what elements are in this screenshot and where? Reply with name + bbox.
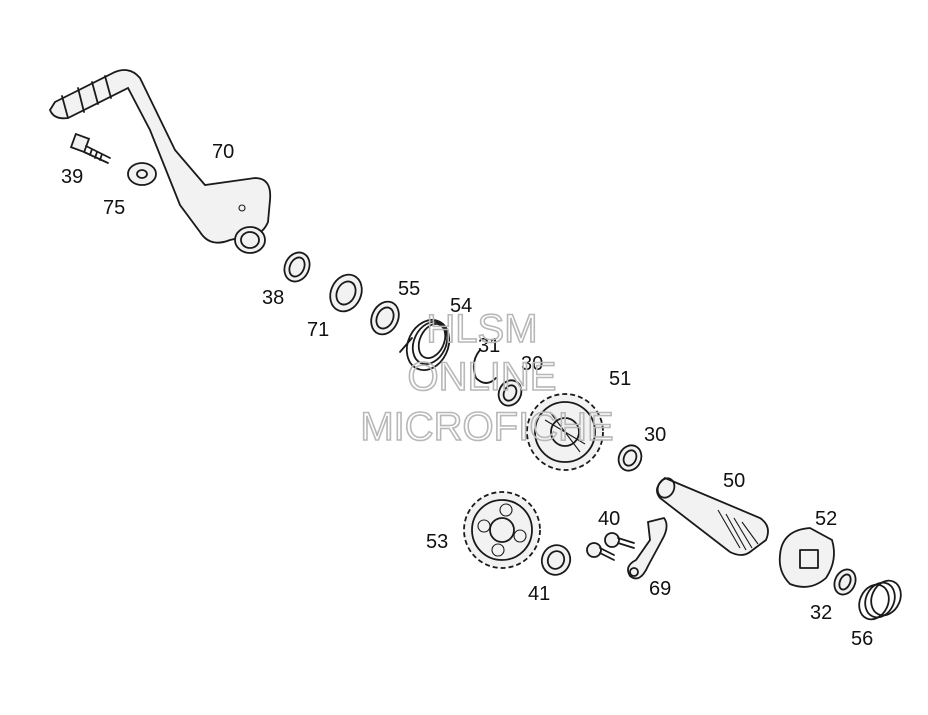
watermark-line-3: MICROFICHE (360, 405, 613, 449)
screws[interactable] (586, 532, 635, 561)
label-52: 52 (815, 508, 837, 530)
label-40: 40 (598, 508, 620, 530)
label-31: 31 (478, 335, 500, 357)
bushing[interactable] (280, 248, 314, 285)
idler-gear[interactable] (463, 491, 541, 569)
ratchet-spring[interactable] (854, 576, 907, 624)
washer-41[interactable] (537, 540, 575, 579)
kickstart-shaft[interactable] (655, 476, 769, 556)
watermark-line-1: HLSM (426, 307, 537, 351)
label-69: 69 (649, 578, 671, 600)
label-50: 50 (723, 470, 745, 492)
label-53: 53 (426, 531, 448, 553)
spring-guide[interactable] (366, 297, 404, 339)
shim[interactable] (830, 566, 859, 598)
label-39: 39 (61, 166, 83, 188)
label-70: 70 (212, 141, 234, 163)
label-75: 75 (103, 197, 125, 219)
seal-ring[interactable] (324, 269, 367, 316)
part-labels: 70 39 75 38 71 55 54 31 30 51 30 50 52 5… (61, 141, 873, 650)
bolt[interactable] (69, 132, 111, 164)
circlip[interactable] (472, 349, 497, 384)
label-71: 71 (307, 319, 329, 341)
label-55: 55 (398, 278, 420, 300)
kickstart-spring[interactable] (399, 313, 457, 377)
washer[interactable] (127, 162, 157, 186)
label-51: 51 (609, 368, 631, 390)
watermark: HLSM ONLINE MICROFICHE (360, 306, 615, 450)
label-38: 38 (262, 287, 284, 309)
label-41: 41 (528, 583, 550, 605)
stop-plate[interactable] (627, 516, 668, 580)
label-30-lower: 30 (644, 424, 666, 446)
label-32: 32 (810, 602, 832, 624)
label-56: 56 (851, 628, 873, 650)
label-30-upper: 30 (521, 353, 543, 375)
watermark-line-2: ONLINE (408, 355, 557, 399)
kickstart-gear[interactable] (526, 393, 604, 471)
washer-lower[interactable] (615, 442, 646, 475)
kickstart-lever[interactable] (48, 69, 272, 254)
washer-upper[interactable] (495, 377, 526, 410)
ratchet[interactable] (778, 527, 835, 588)
label-54: 54 (450, 295, 472, 317)
